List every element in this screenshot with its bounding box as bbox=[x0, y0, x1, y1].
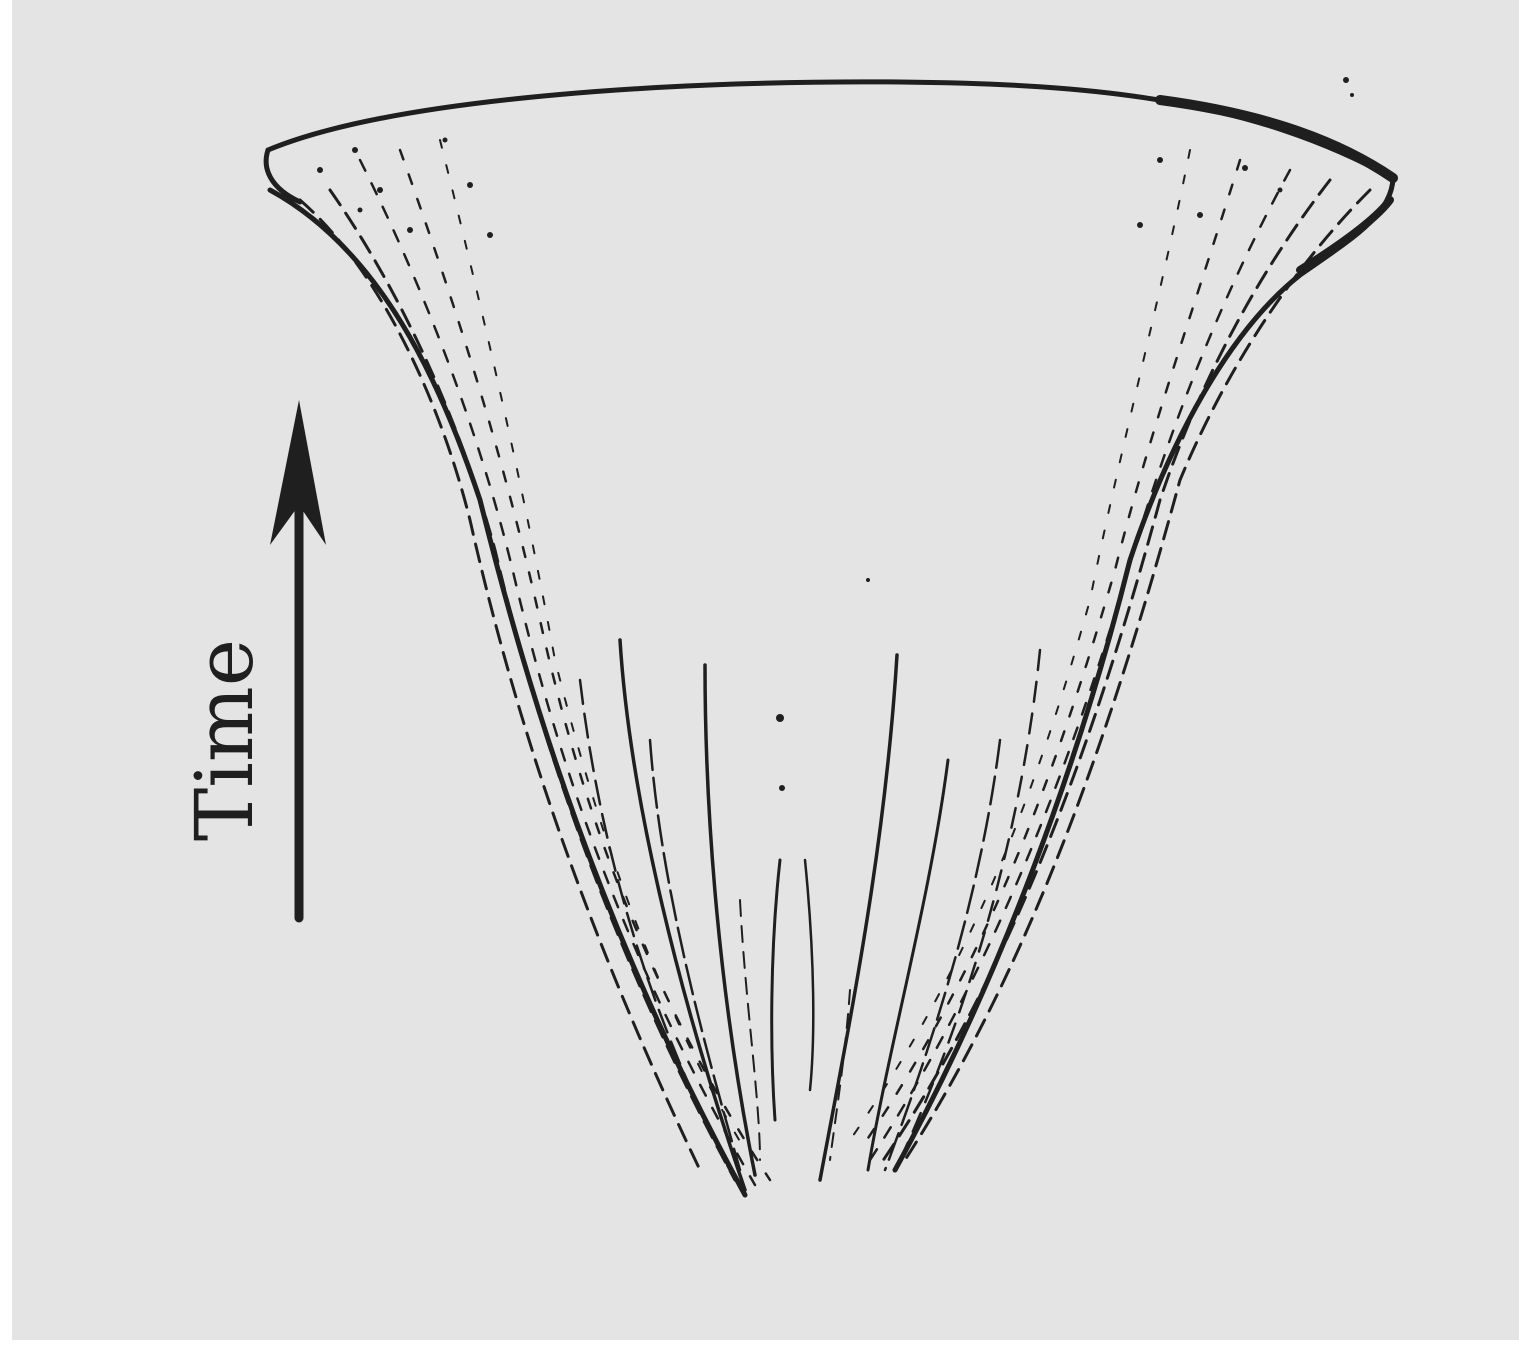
right-lineage-streaks bbox=[850, 150, 1370, 1165]
left-lineage-streaks bbox=[300, 140, 770, 1185]
time-axis-label: Time bbox=[178, 639, 271, 841]
time-arrow-icon bbox=[270, 400, 326, 918]
central-lineage-lines bbox=[580, 640, 1040, 1190]
